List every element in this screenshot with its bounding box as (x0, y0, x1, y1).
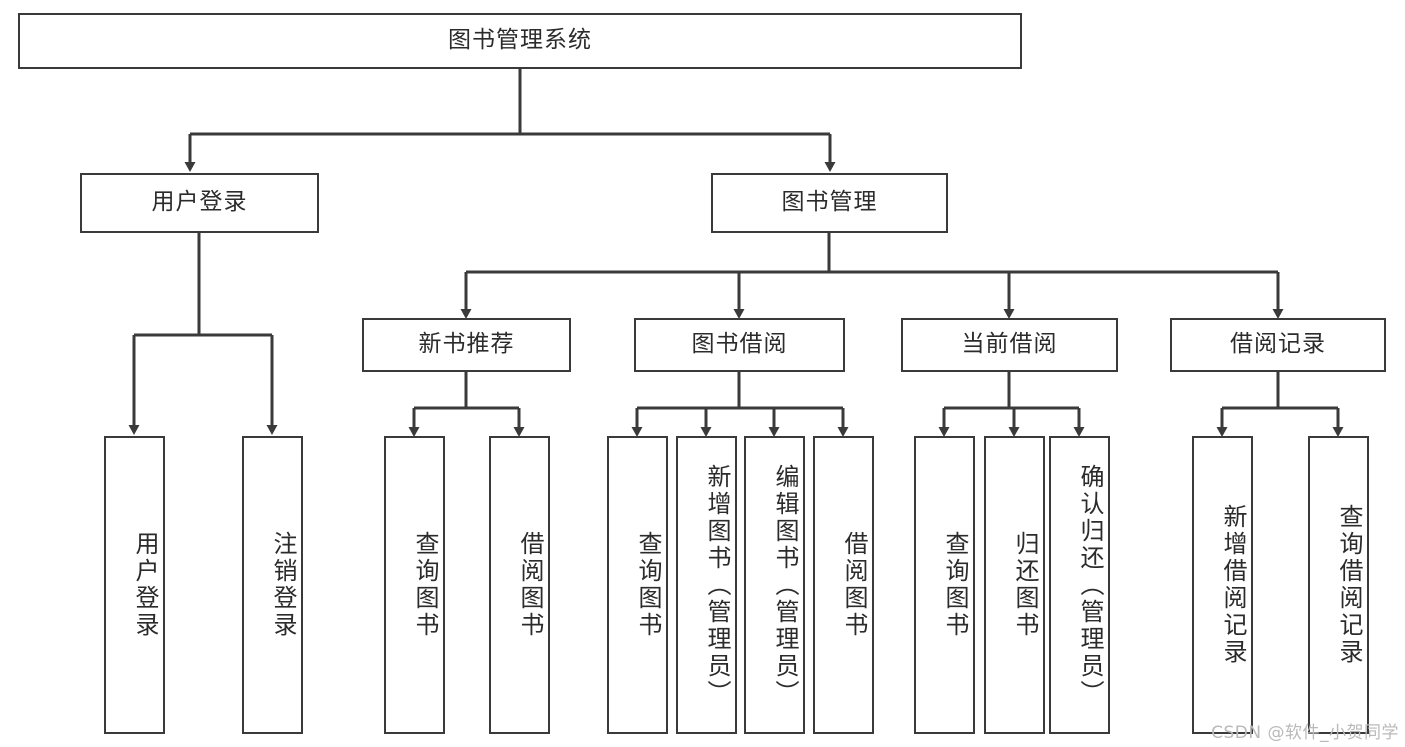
leaf-new-book-borrow-book[interactable]: 借阅图书 (489, 436, 550, 734)
node-new-book-recommend[interactable]: 新书推荐 (362, 318, 571, 372)
node-current-borrow-label: 当前借阅 (961, 331, 1058, 358)
leaf-user-login-logout[interactable]: 注销登录 (242, 436, 303, 734)
node-book-borrow-label: 图书借阅 (691, 331, 788, 358)
leaf-borrow-record-add-record[interactable]: 新增借阅记录 (1192, 436, 1253, 734)
watermark: CSDN @软件_小贺同学 (1211, 723, 1399, 743)
node-root[interactable]: 图书管理系统 (18, 13, 1022, 69)
node-book-management[interactable]: 图书管理 (711, 173, 948, 233)
leaf-book-borrow-edit-book-admin[interactable]: 编辑图书（管理员） (744, 436, 805, 734)
leaf-label: 查询图书 (634, 531, 662, 639)
leaf-label: 注销登录 (269, 531, 297, 639)
leaf-current-borrow-query-book[interactable]: 查询图书 (914, 436, 975, 734)
node-new-book-recommend-label: 新书推荐 (418, 331, 515, 358)
leaf-borrow-record-query-record[interactable]: 查询借阅记录 (1308, 436, 1369, 734)
node-current-borrow[interactable]: 当前借阅 (901, 318, 1118, 372)
leaf-label: 借阅图书 (840, 531, 868, 639)
leaf-label: 确认归还（管理员） (1076, 463, 1104, 707)
leaf-label: 查询图书 (411, 531, 439, 639)
leaf-current-borrow-confirm-return-admin[interactable]: 确认归还（管理员） (1049, 436, 1110, 734)
node-book-management-label: 图书管理 (781, 189, 878, 216)
leaf-label: 借阅图书 (516, 531, 544, 639)
leaf-new-book-query-book[interactable]: 查询图书 (384, 436, 445, 734)
leaf-label: 查询图书 (941, 531, 969, 639)
leaf-user-login-login[interactable]: 用户登录 (104, 436, 165, 734)
node-book-borrow[interactable]: 图书借阅 (634, 318, 845, 372)
node-root-label: 图书管理系统 (448, 27, 592, 54)
leaf-label: 用户登录 (131, 531, 159, 639)
leaf-label: 新增借阅记录 (1219, 504, 1247, 666)
leaf-label: 归还图书 (1011, 531, 1039, 639)
leaf-book-borrow-borrow-book[interactable]: 借阅图书 (813, 436, 874, 734)
leaf-book-borrow-add-book-admin[interactable]: 新增图书（管理员） (676, 436, 737, 734)
leaf-book-borrow-query-book[interactable]: 查询图书 (607, 436, 668, 734)
leaf-label: 新增图书（管理员） (703, 463, 731, 707)
node-borrow-record[interactable]: 借阅记录 (1170, 318, 1386, 372)
leaf-label: 编辑图书（管理员） (771, 463, 799, 707)
node-borrow-record-label: 借阅记录 (1230, 331, 1326, 358)
leaf-label: 查询借阅记录 (1335, 504, 1363, 666)
node-user-login[interactable]: 用户登录 (80, 173, 319, 233)
node-user-login-label: 用户登录 (151, 189, 248, 216)
leaf-current-borrow-return-book[interactable]: 归还图书 (984, 436, 1045, 734)
